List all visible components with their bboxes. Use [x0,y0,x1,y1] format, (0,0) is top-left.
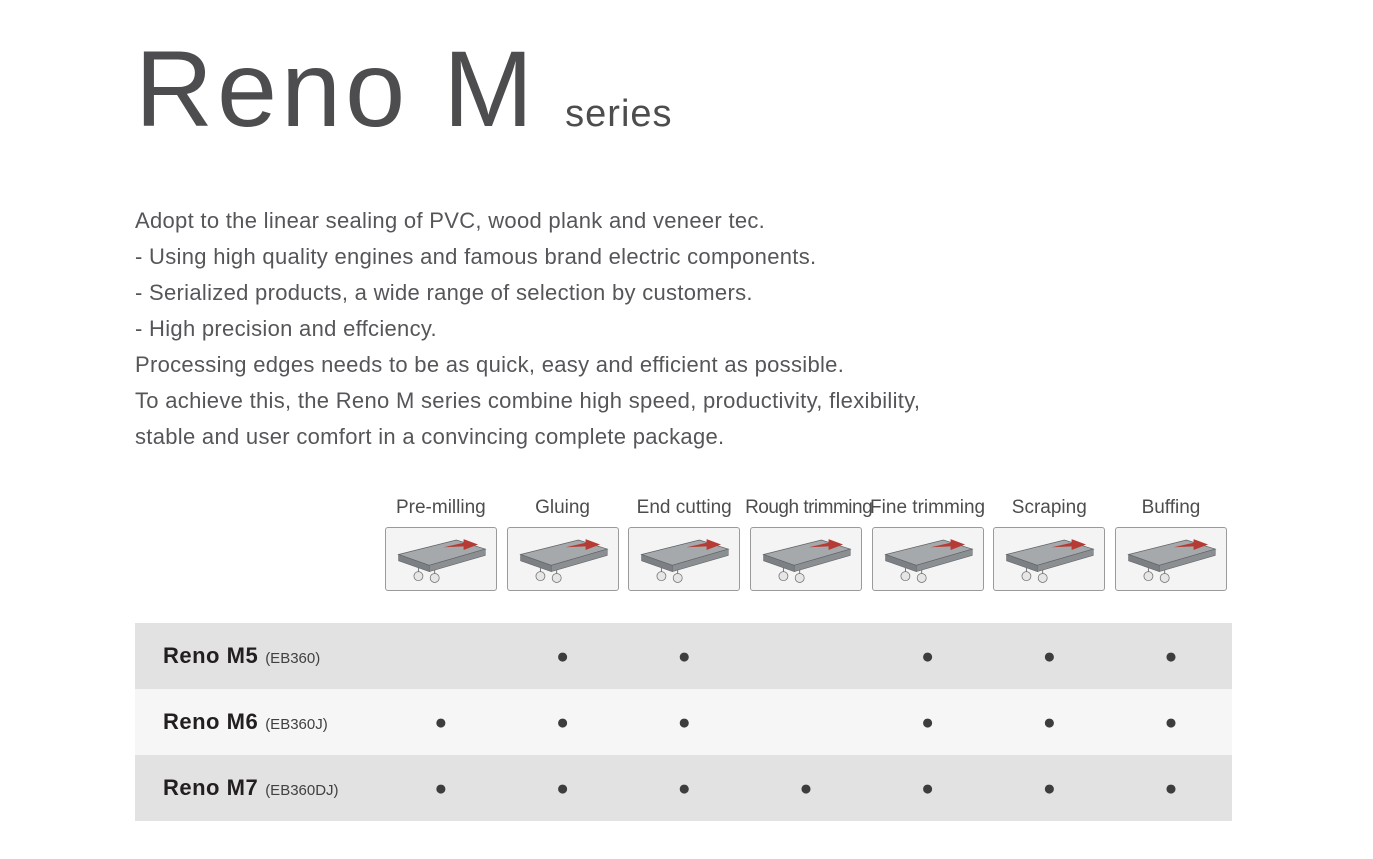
compatibility-table: Reno M5 (EB360) ● ● ● ● ● Reno M6 (EB360… [135,623,1232,821]
model-name: Reno M5 [163,643,259,668]
capability-dot: ● [799,776,813,800]
process-label-buffing: Buffing [1141,497,1201,518]
model-code: (EB360) [265,650,321,667]
process-table-block: Pre-milling Gluing End cutting Rough tri… [135,497,1232,821]
end-cutting-icon [628,527,741,591]
process-label-pre-milling: Pre-milling [395,497,486,518]
page-title: Reno M series [135,28,673,149]
capability-dot: ● [556,776,569,800]
process-label-scraping: Scraping [1011,497,1087,518]
description-line: To achieve this, the Reno M series combi… [135,388,921,413]
capability-dot: ● [556,644,569,668]
capability-dot: ● [434,710,448,734]
description-line: Processing edges needs to be as quick, e… [135,352,845,377]
model-name: Reno M7 [163,775,259,800]
process-label-row: Pre-milling Gluing End cutting Rough tri… [135,497,1232,527]
capability-dot: ● [677,776,691,800]
model-code: (EB360DJ) [265,782,339,799]
capability-dot: ● [556,710,569,734]
title-sub: series [565,93,673,135]
gluing-icon [506,527,619,591]
table-row-reno-m5: Reno M5 (EB360) ● ● ● ● ● [135,623,1232,689]
description-line: - Using high quality engines and famous … [135,244,817,269]
capability-dot: ● [677,644,691,668]
description-line: stable and user comfort in a convincing … [135,424,725,449]
description-block: Adopt to the linear sealing of PVC, wood… [135,203,920,455]
capability-dot: ● [1042,710,1056,734]
capability-dot: ● [1164,776,1178,800]
capability-dot: ● [921,644,934,668]
capability-dot: ● [1164,644,1178,668]
description-line: - Serialized products, a wide range of s… [135,280,753,305]
buffing-icon [1114,527,1227,591]
process-label-gluing: Gluing [535,497,590,518]
capability-dot: ● [921,776,934,800]
title-main: Reno M [135,28,538,149]
capability-dot: ● [1042,644,1056,668]
process-label-rough-trimming: Rough trimming [745,497,873,518]
capability-dot: ● [1164,710,1178,734]
model-name: Reno M6 [163,709,259,734]
process-icon-row [135,527,1232,591]
pre-milling-icon [384,527,497,591]
scraping-icon [993,527,1106,591]
table-row-reno-m7: Reno M7 (EB360DJ) ● ● ● ● ● ● ● [135,755,1232,821]
capability-dot: ● [434,776,448,800]
capability-dot: ● [921,710,934,734]
description-line: - High precision and effciency. [135,316,437,341]
process-label-end-cutting: End cutting [636,497,732,518]
table-row-reno-m6: Reno M6 (EB360J) ● ● ● ● ● ● [135,689,1232,755]
capability-dot: ● [677,710,691,734]
capability-dot: ● [1042,776,1056,800]
rough-trimming-icon [749,527,862,591]
fine-trimming-icon [871,527,984,591]
process-label-fine-trimming: Fine trimming [870,497,986,518]
model-code: (EB360J) [265,716,328,733]
description-line: Adopt to the linear sealing of PVC, wood… [135,208,766,233]
